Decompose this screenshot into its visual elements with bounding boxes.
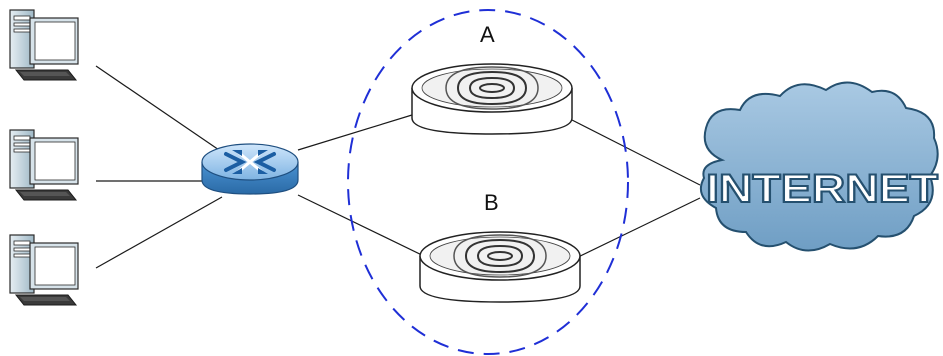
connection-lines xyxy=(95,65,701,269)
router-a-icon xyxy=(411,63,573,135)
link-pc3-switch xyxy=(95,196,223,269)
link-router-b-internet xyxy=(571,197,701,261)
router-b-icon xyxy=(419,231,581,303)
switch-icon xyxy=(201,143,299,195)
link-pc1-switch xyxy=(95,65,223,153)
computer-icon xyxy=(9,9,79,81)
wireless-cluster-circle xyxy=(347,9,629,355)
internet-label: INTERNET xyxy=(706,167,938,211)
internet-cloud-icon: INTERNET xyxy=(700,81,939,252)
link-switch-router-b xyxy=(297,194,429,259)
router-a-label: A xyxy=(480,22,495,47)
link-router-a-internet xyxy=(571,119,701,186)
router-b-label: B xyxy=(484,190,499,215)
computer-icon xyxy=(9,234,79,306)
computer-icon xyxy=(9,129,79,201)
link-switch-router-a xyxy=(297,114,413,151)
